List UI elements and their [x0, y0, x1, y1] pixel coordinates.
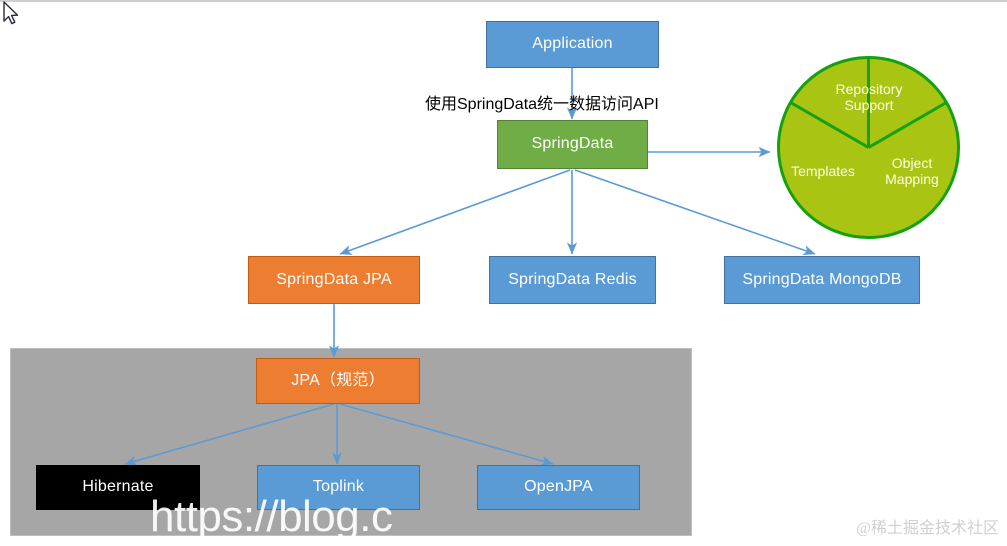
node-jpa-spec[interactable]: JPA（规范） — [256, 358, 420, 404]
node-hibernate-label: Hibernate — [82, 478, 154, 496]
node-springdata-mongodb[interactable]: SpringData MongoDB — [724, 256, 920, 304]
node-application[interactable]: Application — [486, 21, 659, 68]
arrow-springdata-to-jpa — [339, 169, 571, 255]
node-springdata-mongodb-label: SpringData MongoDB — [742, 270, 902, 288]
node-toplink-label: Toplink — [312, 478, 365, 496]
watermark-url: https://blog.c — [150, 492, 393, 541]
node-springdata-redis[interactable]: SpringData Redis — [489, 256, 656, 304]
node-openjpa-label: OpenJPA — [524, 478, 593, 496]
annotation-unified-data-access-api: 使用SpringData统一数据访问API — [425, 96, 659, 113]
node-hibernate[interactable]: Hibernate — [36, 465, 200, 510]
watermark-brand: @稀土掘金技术社区 — [856, 520, 999, 537]
pie-divider-lower-left — [789, 101, 870, 149]
node-toplink[interactable]: Toplink — [257, 465, 420, 510]
node-springdata-label: SpringData — [531, 135, 614, 153]
node-jpa-spec-label: JPA（规范） — [291, 371, 385, 389]
top-edge-divider — [0, 0, 1007, 2]
node-application-label: Application — [532, 35, 613, 53]
node-springdata-jpa-label: SpringData JPA — [276, 270, 392, 288]
mouse-pointer-icon — [3, 1, 19, 25]
node-springdata-redis-label: SpringData Redis — [508, 270, 637, 288]
node-springdata[interactable]: SpringData — [497, 120, 648, 169]
node-openjpa[interactable]: OpenJPA — [477, 465, 640, 510]
springdata-capabilities-pie-chart: Repository Support Object Mapping Templa… — [776, 55, 961, 240]
node-springdata-jpa[interactable]: SpringData JPA — [248, 256, 420, 304]
pie-divider-lower-right — [867, 101, 948, 149]
